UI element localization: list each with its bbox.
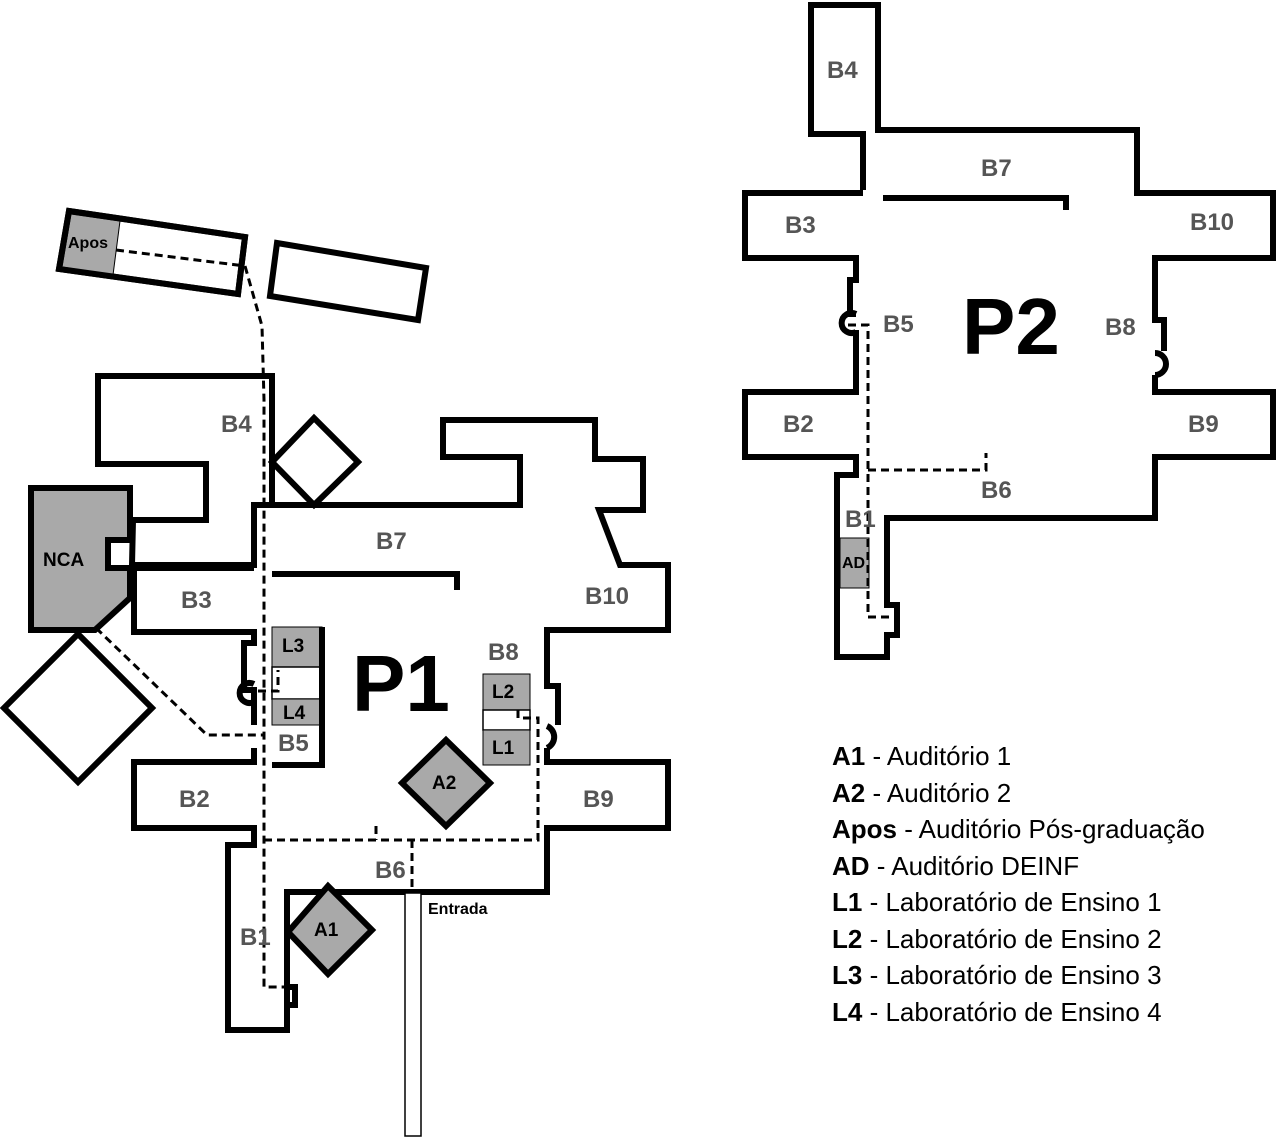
l1-l2-corridor [482, 709, 531, 731]
ad-room[interactable] [839, 537, 870, 589]
ad-label: AD [842, 555, 865, 572]
legend-desc: Auditório Pós-graduação [918, 814, 1205, 844]
l1-label: L1 [492, 738, 515, 759]
legend-desc: Auditório DEINF [891, 850, 1080, 881]
legend-item: L3 - Laboratório de Ensino 3 [832, 957, 1205, 994]
north-diamond-building [267, 413, 363, 510]
p2-courtyard [883, 195, 1069, 210]
p1-block-b5-label: B5 [278, 730, 309, 757]
p2-block-b4-label: B4 [827, 57, 858, 84]
nca-building[interactable] [28, 485, 133, 633]
legend-desc: Laboratório de Ensino 2 [885, 923, 1162, 954]
p1-outer-wall-west [131, 565, 257, 725]
apos-building [55, 207, 249, 298]
legend-item: L2 - Laboratório de Ensino 2 [832, 921, 1205, 958]
p2-block-b3-label: B3 [785, 212, 816, 239]
p1-block-b8-label: B8 [488, 639, 519, 666]
nca-label: NCA [43, 550, 84, 571]
p1-block-b3-label: B3 [181, 587, 212, 614]
p1-outer-wall-north [272, 417, 671, 725]
l1-room[interactable] [482, 729, 531, 766]
l3-l4-corridor [271, 666, 323, 700]
legend-sep: - [862, 960, 886, 990]
p1-outer-wall-east [284, 748, 671, 1008]
p1-outer-wall-south [131, 748, 290, 1033]
p1-block-b7-label: B7 [376, 528, 407, 555]
p1-route-east [264, 710, 540, 842]
p1-title: P1 [352, 639, 450, 728]
legend-code: A2 [832, 777, 866, 808]
l3-label: L3 [282, 636, 304, 657]
a2-room[interactable] [397, 735, 495, 831]
p2-block-b2-label: B2 [783, 411, 814, 438]
legend-item: L4 - Laboratório de Ensino 4 [832, 994, 1205, 1031]
p2-outer-wall-west [742, 190, 863, 317]
legend-sep: - [862, 887, 886, 917]
p1-route-main [115, 248, 292, 989]
l2-label: L2 [492, 682, 514, 703]
p1-block-b1-label: B1 [240, 924, 271, 951]
legend-sep: - [897, 814, 919, 844]
legend-code: AD [832, 850, 870, 881]
legend-item: L1 - Laboratório de Ensino 1 [832, 884, 1205, 921]
legend-item: A1 - Auditório 1 [832, 738, 1205, 775]
p2-floor-plan [742, 2, 1276, 660]
legend-desc: Laboratório de Ensino 3 [885, 960, 1162, 990]
legend-code: A1 [832, 741, 866, 771]
p2-east-stair [1154, 350, 1169, 378]
apos-label: Apos [68, 235, 108, 252]
p2-outer-wall-north [808, 2, 1276, 351]
a1-room[interactable] [283, 881, 377, 979]
legend-code: L4 [832, 996, 863, 1027]
p2-block-b5-label: B5 [883, 311, 914, 338]
entrance-label: Entrada [428, 901, 488, 918]
p1-west-stair [236, 680, 256, 706]
legend-desc: Laboratório de Ensino 1 [885, 887, 1162, 917]
legend-sep: - [865, 741, 887, 771]
legend-desc: Auditório 1 [886, 741, 1012, 771]
p2-block-b7-label: B7 [981, 155, 1012, 182]
p2-block-b1-label: B1 [845, 506, 876, 533]
l4-label: L4 [283, 703, 306, 724]
p1-route-l3l4 [258, 670, 280, 693]
legend: A1 - Auditório 1 A2 - Auditório 2 Apos -… [832, 738, 1205, 1030]
p1-block-b6-label: B6 [375, 857, 406, 884]
legend-sep: - [862, 923, 886, 954]
legend-item: Apos - Auditório Pós-graduação [832, 811, 1205, 848]
p2-block-b6-label: B6 [981, 477, 1012, 504]
west-diamond-building [0, 629, 157, 787]
p2-block-b10-label: B10 [1190, 209, 1234, 236]
legend-code: Apos [832, 814, 897, 844]
p2-route-b6 [868, 453, 988, 472]
legend-desc: Laboratório de Ensino 4 [885, 996, 1162, 1027]
legend-item: AD - Auditório DEINF [832, 848, 1205, 885]
legend-code: L1 [832, 887, 863, 917]
legend-sep: - [862, 996, 886, 1027]
entrance-walkway[interactable] [404, 892, 422, 1137]
p1-west-inner-wall [272, 627, 325, 768]
p1-courtyard [272, 571, 460, 590]
legend-sep: - [865, 777, 887, 808]
legend-code: L2 [832, 923, 863, 954]
legend-code: L3 [832, 960, 863, 990]
legend-sep: - [869, 850, 892, 881]
p2-outer-wall-south [742, 330, 1276, 660]
p2-block-b8-label: B8 [1105, 314, 1136, 341]
l3-room[interactable] [271, 626, 323, 668]
p1-block-b9-label: B9 [583, 786, 614, 813]
legend-item: A2 - Auditório 2 [832, 775, 1205, 812]
p2-title: P2 [962, 282, 1060, 371]
p1-block-b2-label: B2 [179, 786, 210, 813]
p1-block-b10-label: B10 [585, 583, 629, 610]
p2-block-b9-label: B9 [1188, 411, 1219, 438]
p1-east-stair [545, 723, 558, 751]
p1-floor-plan [0, 207, 671, 1137]
a1-label: A1 [314, 920, 339, 941]
legend-desc: Auditório 2 [886, 777, 1012, 808]
a2-label: A2 [432, 773, 456, 794]
annex-building [266, 239, 430, 324]
l2-room[interactable] [482, 673, 531, 711]
p1-block-b4-label: B4 [221, 411, 252, 438]
